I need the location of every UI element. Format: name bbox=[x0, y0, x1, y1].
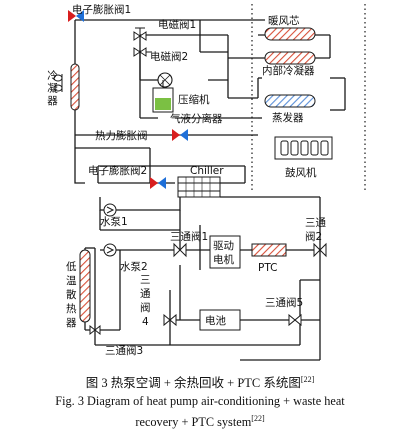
svg-text:散: 散 bbox=[66, 288, 77, 301]
label-eev1: 电子膨胀阀1 bbox=[72, 3, 131, 16]
svg-text:热: 热 bbox=[66, 302, 77, 315]
label-v3w1: 三通阀1 bbox=[170, 230, 208, 243]
battery bbox=[199, 309, 241, 331]
svg-text:温: 温 bbox=[66, 275, 77, 287]
svg-text:低: 低 bbox=[66, 260, 77, 273]
system-diagram: 电子膨胀阀1 电磁阀1 电磁阀2 暖风芯 内部冷凝器 压缩机 气液分离器 蒸发器… bbox=[46, 3, 366, 361]
label-radiator: 低 温 散 热 器 bbox=[66, 260, 77, 329]
evaporator bbox=[264, 94, 316, 108]
svg-text:三: 三 bbox=[140, 274, 151, 286]
svg-text:4: 4 bbox=[142, 316, 149, 328]
electronic-expansion-valve-2 bbox=[150, 177, 166, 189]
label-motor-a: 驱动 bbox=[213, 240, 234, 252]
label-ptc: PTC bbox=[258, 262, 277, 274]
three-way-valve-3 bbox=[89, 324, 101, 336]
three-way-valve-1 bbox=[173, 242, 187, 258]
electronic-expansion-valve-1 bbox=[68, 10, 84, 22]
label-v3w2a: 三通 bbox=[305, 217, 326, 229]
label-chiller: Chiller bbox=[190, 165, 224, 177]
internal-condenser bbox=[264, 51, 316, 65]
ptc-heater bbox=[251, 243, 287, 257]
label-txv: 热力膨胀阀 bbox=[95, 129, 148, 142]
caption-english: Fig. 3 Diagram of heat pump air-conditio… bbox=[55, 394, 345, 430]
label-sv1: 电磁阀1 bbox=[158, 18, 196, 31]
compressor bbox=[157, 72, 173, 88]
gas-liquid-separator bbox=[152, 80, 174, 113]
svg-text:阀: 阀 bbox=[140, 301, 151, 314]
label-eev2: 电子膨胀阀2 bbox=[88, 164, 147, 177]
water-pump-2 bbox=[103, 243, 117, 257]
label-v3w2b: 阀2 bbox=[305, 230, 322, 243]
label-evaporator: 蒸发器 bbox=[272, 111, 304, 124]
caption-chinese: 图 3 热泵空调 + 余热回收 + PTC 系统图[22] bbox=[85, 374, 315, 390]
drive-motor bbox=[209, 235, 241, 269]
solenoid-valve-2 bbox=[133, 47, 152, 57]
label-internal-condenser: 内部冷凝器 bbox=[262, 64, 315, 77]
label-separator: 气液分离器 bbox=[170, 112, 223, 125]
label-condenser: 冷凝器 bbox=[46, 69, 58, 107]
label-v3w3: 三通阀3 bbox=[105, 344, 143, 357]
fan-icon bbox=[53, 74, 63, 92]
chiller bbox=[177, 176, 221, 198]
label-v3w4: 三 通 阀 4 bbox=[140, 274, 151, 328]
label-blower: 鼓风机 bbox=[285, 166, 317, 179]
thermal-expansion-valve bbox=[172, 129, 188, 141]
svg-text:通: 通 bbox=[140, 288, 151, 300]
heater-core bbox=[264, 27, 316, 41]
label-sv2: 电磁阀2 bbox=[150, 50, 188, 63]
three-way-valve-5 bbox=[288, 313, 302, 327]
solenoid-valve-1 bbox=[133, 27, 147, 41]
three-way-valve-2 bbox=[313, 242, 327, 258]
condenser bbox=[53, 63, 80, 111]
label-compressor: 压缩机 bbox=[178, 93, 210, 106]
label-battery: 电池 bbox=[205, 314, 226, 327]
label-motor-b: 电机 bbox=[213, 253, 234, 266]
label-pump2: 水泵2 bbox=[120, 261, 148, 273]
blower bbox=[274, 136, 333, 160]
water-pump-1 bbox=[103, 203, 117, 217]
label-heater-core: 暖风芯 bbox=[268, 14, 300, 27]
low-temp-radiator bbox=[79, 249, 91, 323]
svg-text:器: 器 bbox=[66, 317, 77, 329]
three-way-valve-4 bbox=[163, 313, 177, 327]
label-pump1: 水泵1 bbox=[100, 216, 128, 228]
label-v3w5: 三通阀5 bbox=[265, 296, 303, 309]
